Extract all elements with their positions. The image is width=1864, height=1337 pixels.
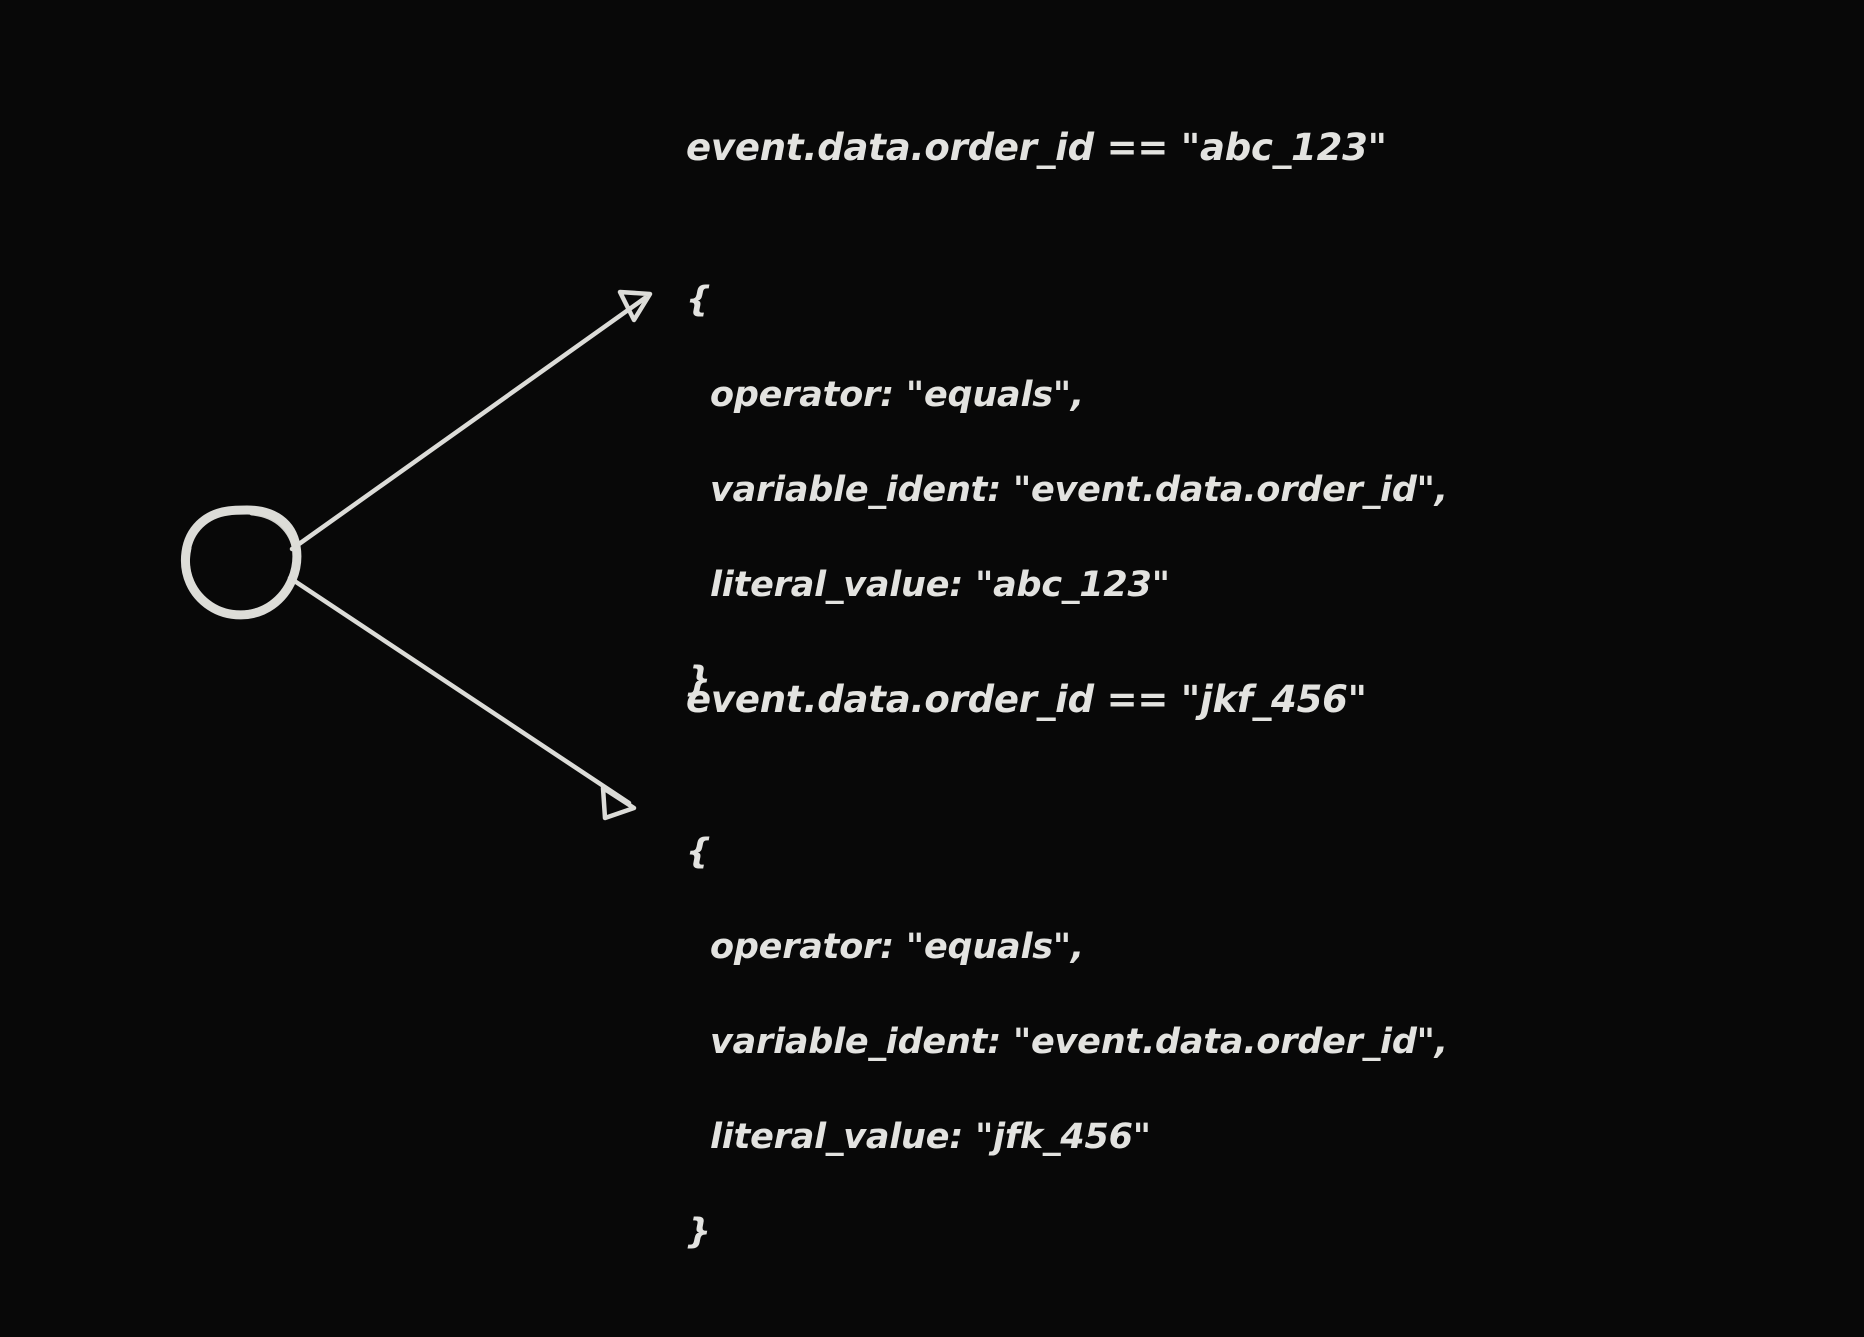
code-line: literal_value: "jfk_456"	[686, 1117, 1151, 1157]
branch-one-text-block[interactable]: event.data.order_id == "abc_123" { opera…	[686, 84, 1448, 785]
code-line: operator: "equals",	[686, 927, 1085, 967]
edge-two-line	[287, 575, 632, 806]
edge-to-branch-one[interactable]	[289, 289, 653, 552]
code-line: }	[686, 660, 711, 700]
node-circle-overdraw	[182, 508, 300, 618]
edge-one-arrowhead-icon	[617, 289, 653, 323]
code-line: {	[686, 280, 711, 320]
edge-to-branch-two[interactable]	[287, 575, 637, 821]
branch-one-code: { operator: "equals", variable_ident: "e…	[686, 234, 1448, 747]
branch-two-text-block[interactable]: event.data.order_id == "jkf_456" { opera…	[686, 636, 1448, 1337]
code-line: variable_ident: "event.data.order_id",	[686, 1022, 1448, 1062]
code-line: operator: "equals",	[686, 375, 1085, 415]
branch-two-code: { operator: "equals", variable_ident: "e…	[686, 786, 1448, 1299]
code-line: literal_value: "abc_123"	[686, 565, 1170, 605]
edge-one-line	[289, 295, 648, 552]
branch-one-heading: event.data.order_id == "abc_123"	[686, 126, 1387, 169]
branch-two-heading: event.data.order_id == "jkf_456"	[686, 678, 1367, 721]
code-line: variable_ident: "event.data.order_id",	[686, 470, 1448, 510]
code-line: {	[686, 832, 711, 872]
diagram-canvas[interactable]: event.data.order_id == "abc_123" { opera…	[0, 0, 1864, 1254]
condition-node[interactable]	[180, 505, 302, 620]
code-line: }	[686, 1212, 711, 1252]
edge-two-arrowhead-icon	[600, 785, 637, 821]
node-circle-outline	[180, 505, 302, 620]
